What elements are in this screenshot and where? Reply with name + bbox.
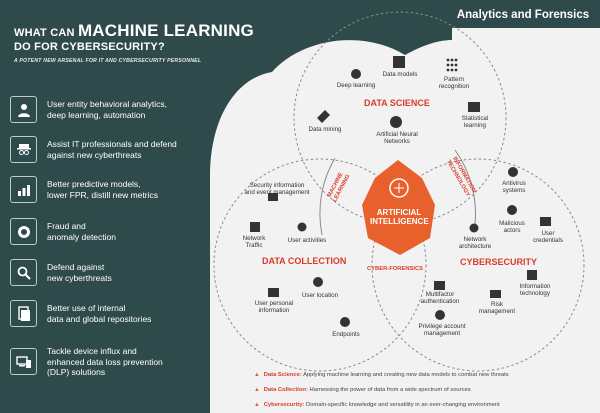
section-data-science: DATA SCIENCE <box>364 98 430 108</box>
benefit-item: Better predictive models,lower FPR, dist… <box>10 176 185 203</box>
label-data-models: Data models <box>382 71 418 78</box>
neural-network-icon <box>390 116 402 128</box>
magnifier-icon <box>10 259 37 286</box>
label-user-activities: User activities <box>287 237 327 244</box>
label-endpoints: Endpoints <box>332 331 360 338</box>
user-activities-icon <box>297 222 307 232</box>
brain-icon <box>389 178 409 198</box>
deep-learning-icon <box>351 69 361 79</box>
spy-icon <box>10 136 37 163</box>
benefit-item: User entity behavioral analytics,deep le… <box>10 96 185 123</box>
antivirus-icon <box>508 167 518 177</box>
data-models-icon <box>393 56 405 68</box>
label-deep-learning: Deep learning <box>336 82 376 89</box>
user-personal-icon <box>268 288 279 297</box>
statistical-learning-icon <box>468 102 480 112</box>
data-mining-icon <box>317 110 330 123</box>
user-credentials-icon <box>540 217 551 226</box>
user-location-icon <box>313 277 323 287</box>
user-analytics-icon <box>10 96 37 123</box>
ai-hub <box>362 160 435 255</box>
label-user-location: User location <box>301 292 339 299</box>
section-cybersecurity: CYBERSECURITY <box>460 257 538 267</box>
endpoints-icon <box>340 317 350 327</box>
coin-icon <box>10 218 37 245</box>
mfa-icon <box>434 281 445 290</box>
devices-icon <box>10 348 37 376</box>
brand-banner: Analytics and Forensics <box>452 2 594 28</box>
risk-management-icon <box>490 290 501 298</box>
legend-item: ▲Cybersecurity: Domain-specific knowledg… <box>254 402 500 408</box>
documents-icon <box>10 300 37 327</box>
label-data-mining: Data mining <box>308 126 342 133</box>
information-technology-icon <box>527 270 537 280</box>
siem-icon <box>268 193 278 201</box>
circle-cybersecurity <box>371 158 585 372</box>
circle-data-collection <box>213 158 427 372</box>
network-traffic-icon <box>250 222 260 232</box>
pattern-recognition-icon <box>446 58 458 72</box>
legend-item: ▲Data Science: Applying machine learning… <box>254 372 509 378</box>
privilege-account-icon <box>435 310 445 320</box>
legend-item: ▲Data Collection: Harnessing the power o… <box>254 387 471 393</box>
malicious-actors-icon <box>507 205 517 215</box>
page-title: WHAT CAN MACHINE LEARNING DO FOR CYBERSE… <box>14 21 254 53</box>
section-data-collection: DATA COLLECTION <box>262 256 347 266</box>
network-architecture-icon <box>469 223 479 233</box>
page-subtitle: A POTENT NEW ARSENAL FOR IT AND CYBERSEC… <box>14 58 202 64</box>
cyber-forensics-label: CYBER-FORENSICS <box>367 266 424 272</box>
chart-icon <box>10 176 37 203</box>
